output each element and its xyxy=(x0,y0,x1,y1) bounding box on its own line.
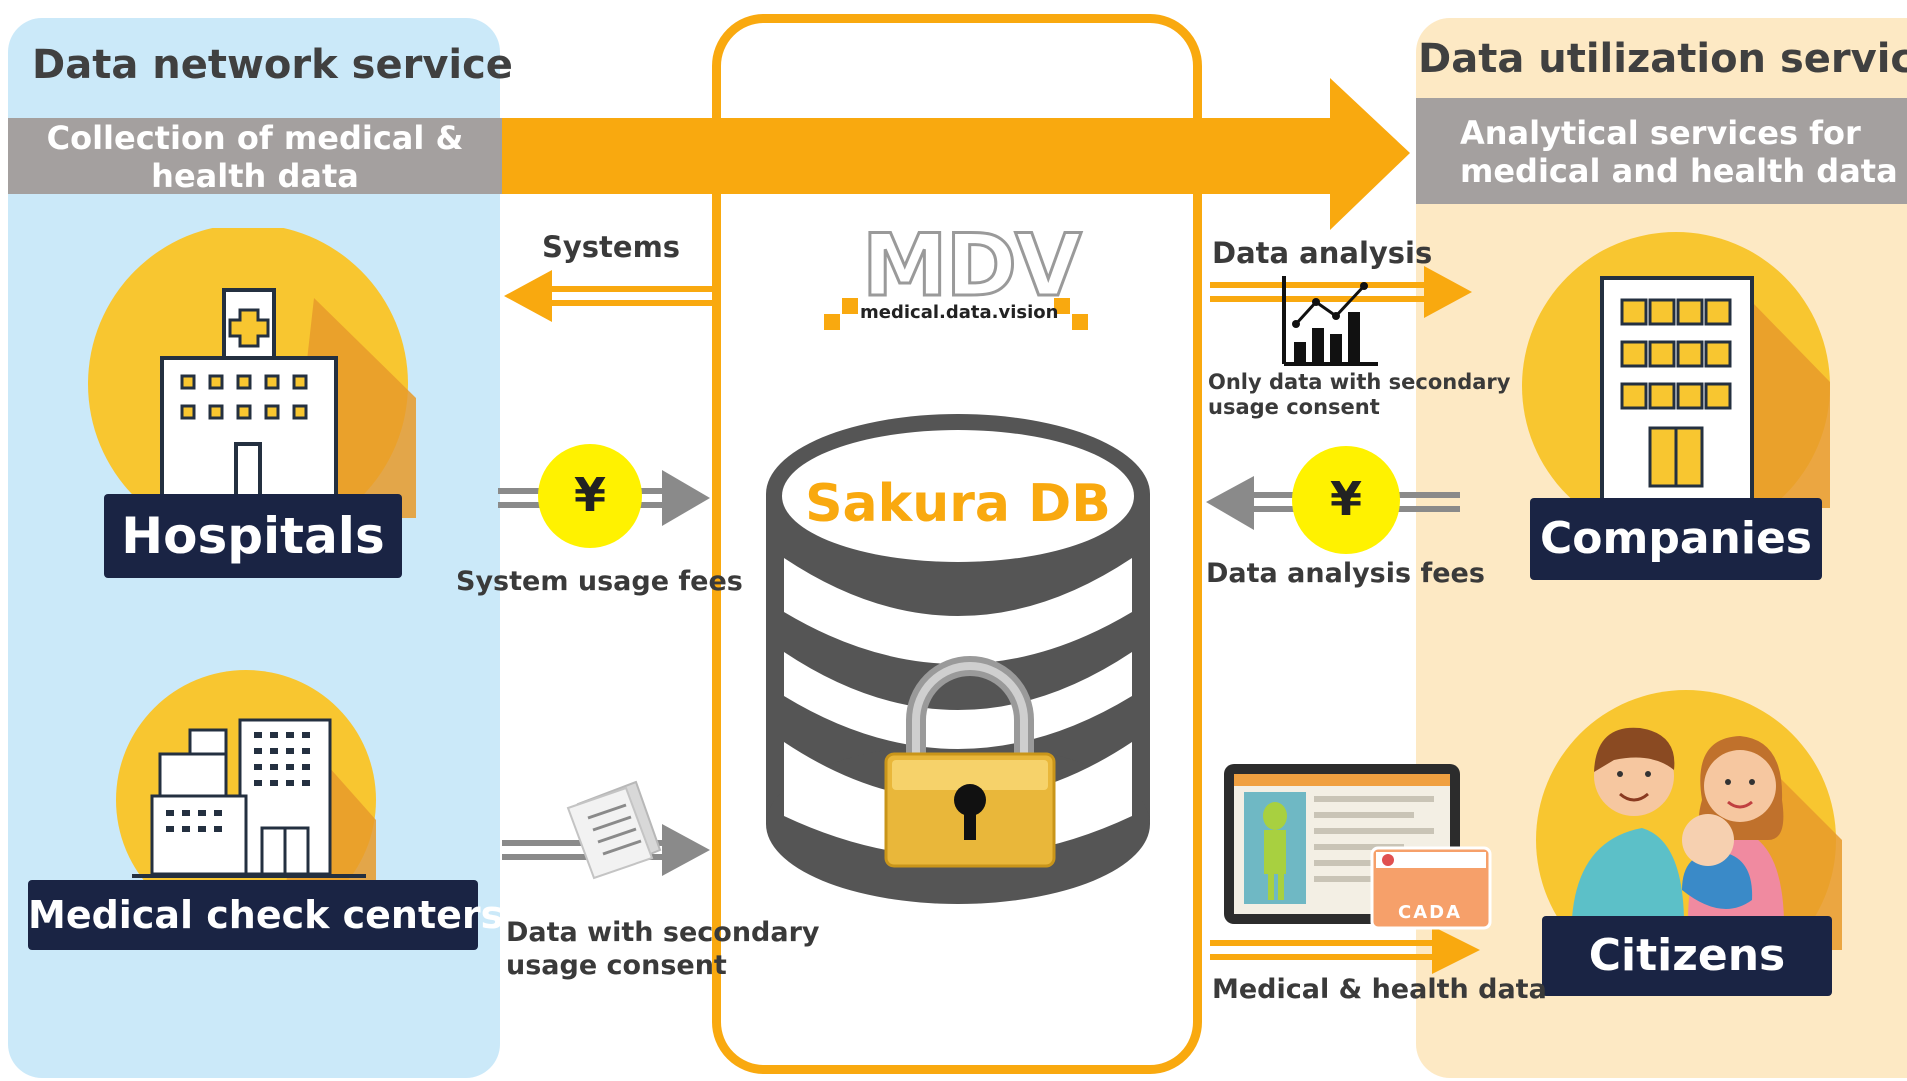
only-consent-line-2: usage consent xyxy=(1208,395,1380,419)
only-consent-line-1: Only data with secondary xyxy=(1208,370,1511,394)
document-icon xyxy=(566,780,662,880)
analytics-band: Analytical services for medical and heal… xyxy=(1416,98,1907,204)
cada-card-text: CADA xyxy=(1398,902,1463,923)
mdv-logo-letters: MDV xyxy=(861,216,1084,316)
hospitals-label: Hospitals xyxy=(104,494,402,578)
health-data-arrow xyxy=(1210,926,1480,974)
hospital-icon xyxy=(88,228,416,518)
check-center-icon xyxy=(116,670,376,890)
check-centers-label: Medical check centers xyxy=(28,880,503,950)
consent-data-label-line-2: usage consent xyxy=(506,950,727,981)
company-building-icon xyxy=(1522,232,1830,508)
analytics-band-line-1: Analytical services for xyxy=(1460,114,1861,152)
yen-coin-left xyxy=(538,444,642,548)
collection-band-line-2: health data xyxy=(151,157,359,195)
mdv-tagline: medical.data.vision xyxy=(860,302,1059,323)
right-section-title: Data utilization service xyxy=(1418,36,1907,82)
analysis-fees-label: Data analysis fees xyxy=(1206,558,1485,589)
family-icon xyxy=(1536,690,1842,950)
systems-arrow xyxy=(504,270,712,322)
sakura-db-label: Sakura DB xyxy=(805,474,1111,534)
system-fees-label: System usage fees xyxy=(456,566,743,597)
left-section-title: Data network service xyxy=(32,42,513,88)
tablet-app-icon xyxy=(1224,764,1492,930)
consent-data-label: Data with secondary usage consent xyxy=(506,916,820,982)
yen-symbol-left: ¥ xyxy=(573,468,606,522)
yen-coin-right xyxy=(1292,446,1400,554)
lock-icon xyxy=(884,656,1056,868)
health-data-label: Medical & health data xyxy=(1212,974,1547,1005)
bar-chart-icon xyxy=(1282,276,1378,366)
only-consent-label: Only data with secondary usage consent xyxy=(1208,370,1510,420)
mdv-logo xyxy=(824,298,1088,330)
consent-data-label-line-1: Data with secondary xyxy=(506,917,820,948)
yen-symbol-right: ¥ xyxy=(1329,472,1362,526)
systems-label: Systems xyxy=(542,230,681,264)
collection-band-line-1: Collection of medical & xyxy=(46,119,464,157)
analytics-band-line-2: medical and health data xyxy=(1460,152,1898,190)
companies-label: Companies xyxy=(1530,498,1822,580)
data-analysis-label: Data analysis xyxy=(1212,236,1433,270)
citizens-label: Citizens xyxy=(1542,916,1832,996)
collection-band: Collection of medical & health data xyxy=(8,118,502,195)
center-frame xyxy=(712,14,1202,1074)
